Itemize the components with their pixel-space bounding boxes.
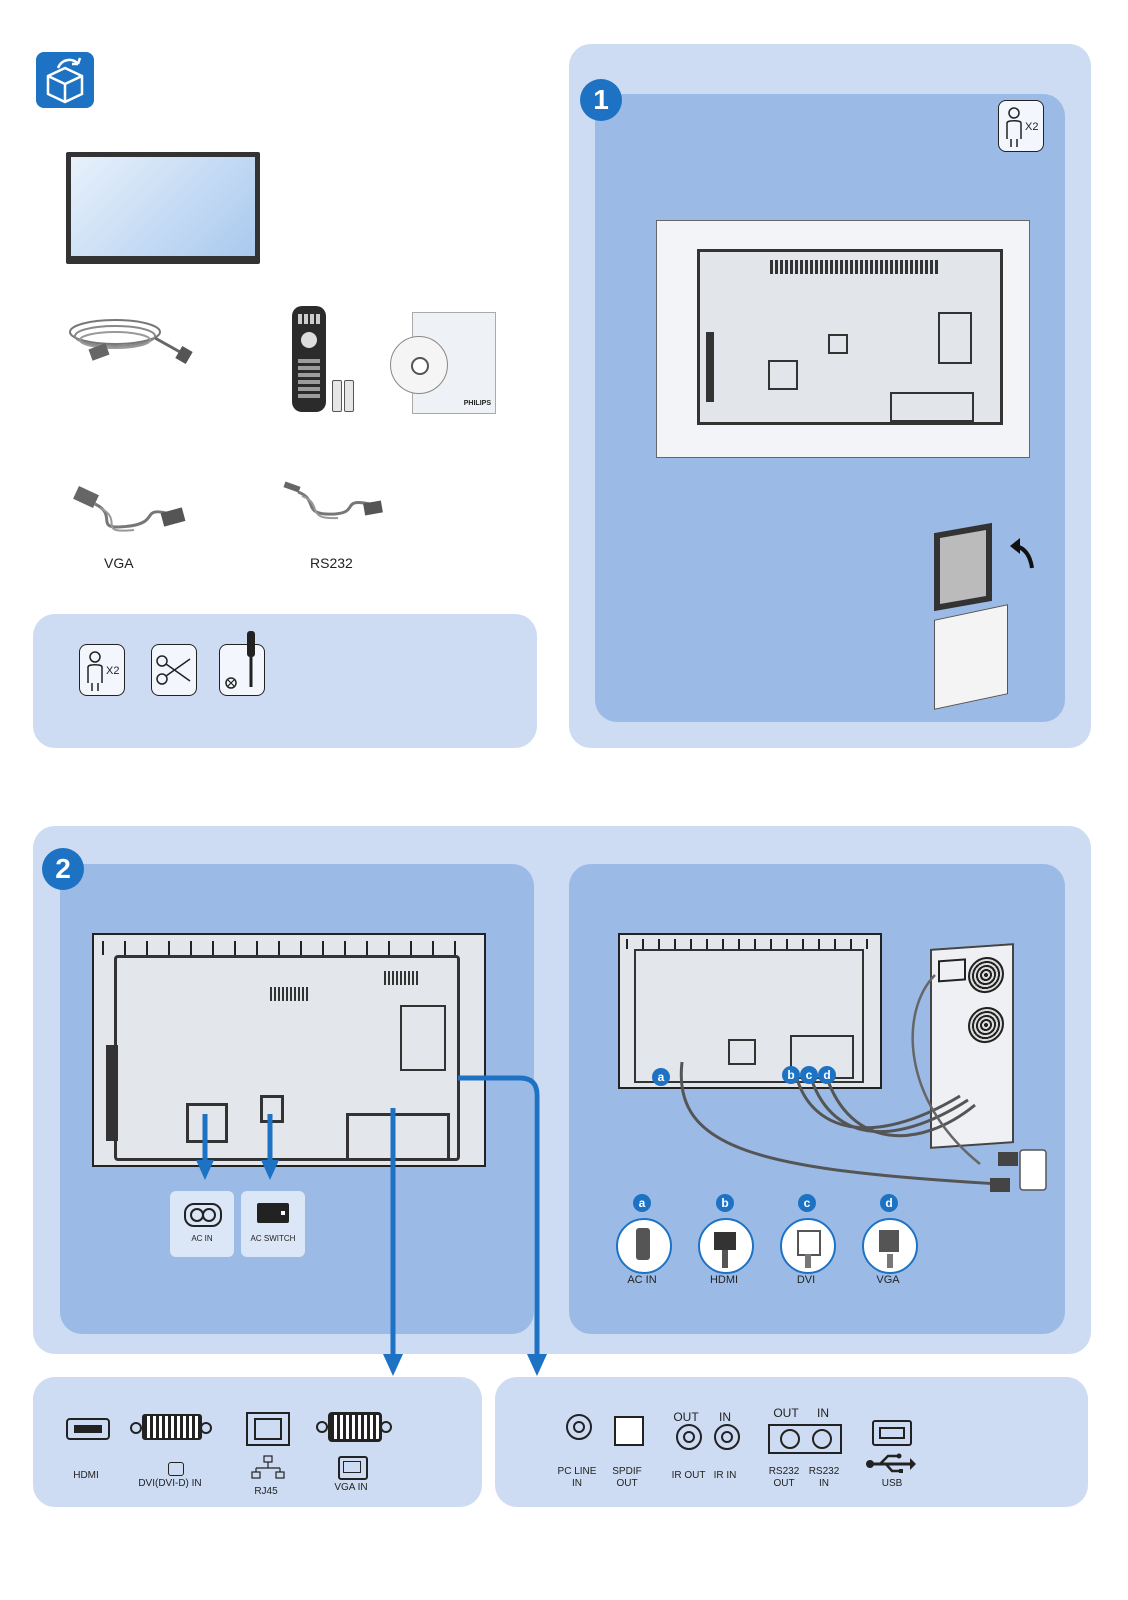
manual-brand: PHILIPS [463, 400, 491, 407]
dvi-signal-icon [168, 1462, 184, 1476]
spdif-label-1: SPDIF [612, 1466, 642, 1477]
monitor-symbol-icon [338, 1456, 368, 1480]
rj45-port-icon [246, 1412, 290, 1446]
ir-out-top-label: OUT [673, 1410, 699, 1424]
ac-switch-box: AC SWITCH [241, 1191, 305, 1257]
connector-c-letter: c [798, 1194, 816, 1212]
connector-d-letter: d [880, 1194, 898, 1212]
usb-port-icon [872, 1420, 912, 1446]
dvi-connector-icon [780, 1218, 836, 1274]
vga-cable-label: VGA [104, 555, 134, 571]
hdmi-connector-label: HDMI [709, 1274, 739, 1286]
monitor-back-image [92, 933, 486, 1167]
ac-in-connector-icon [616, 1218, 672, 1274]
hdmi-port-icon [66, 1418, 110, 1440]
spdif-port-icon [614, 1416, 644, 1446]
rs232-port-box [768, 1424, 842, 1454]
scissors-icon [151, 644, 197, 696]
rs232-in-port-icon [812, 1429, 832, 1449]
connector-a-letter: a [633, 1194, 651, 1212]
rj45-port-label: RJ45 [254, 1486, 278, 1497]
ir-out-port-icon [676, 1424, 702, 1450]
step2-badge: 2 [42, 848, 84, 890]
rs232-cable-image [283, 481, 383, 520]
usb-symbol-icon [866, 1453, 916, 1473]
monitor-back-small-image [618, 933, 882, 1089]
cable-b-marker: b [782, 1066, 800, 1084]
rs232-out-label-1: RS232 [768, 1466, 800, 1477]
cable-d-marker: d [818, 1066, 836, 1084]
batteries-image [344, 380, 354, 412]
ac-switch-icon [257, 1203, 289, 1223]
hdmi-port-label: HDMI [73, 1470, 99, 1481]
vga-port-icon [316, 1412, 392, 1442]
rs232-in-top-label: IN [817, 1406, 829, 1420]
network-icon [251, 1455, 285, 1480]
cd-image [390, 336, 448, 394]
vga-cable-image [73, 486, 186, 532]
connector-b-letter: b [716, 1194, 734, 1212]
cable-c-marker: c [800, 1066, 818, 1084]
remote-control-image [292, 306, 326, 412]
people-count: X2 [1025, 121, 1039, 133]
rs232-cable-label: RS232 [310, 555, 353, 571]
rs232-out-top-label: OUT [773, 1406, 799, 1420]
pc-line-in-label-2: IN [572, 1478, 582, 1489]
power-cord-image [69, 319, 193, 365]
pc-line-in-label-1: PC LINE [557, 1466, 597, 1477]
monitor-image [66, 152, 260, 264]
lift-arrow-icon [1010, 538, 1034, 569]
vga-port-label: VGA IN [334, 1482, 368, 1493]
rs232-in-label-1: RS232 [808, 1466, 840, 1477]
vga-connector-icon [862, 1218, 918, 1274]
screwdriver-icon [219, 631, 265, 696]
hdmi-connector-icon [698, 1218, 754, 1274]
spdif-label-2: OUT [616, 1478, 638, 1489]
ir-in-top-label: IN [719, 1410, 731, 1424]
dvi-connector-label: DVI [796, 1274, 816, 1286]
rs232-out-label-2: OUT [773, 1478, 795, 1489]
ac-in-box: AC IN [170, 1191, 234, 1257]
unbox-icon [36, 52, 94, 108]
two-people-icon: X2 [998, 100, 1044, 152]
ac-in-connector-label: AC IN [627, 1274, 657, 1286]
dvi-port-icon [130, 1414, 212, 1440]
ac-in-label: AC IN [191, 1234, 213, 1243]
ac-in-icon [184, 1203, 222, 1227]
dvi-port-label: DVI(DVI-D) IN [138, 1478, 202, 1489]
vga-connector-label: VGA [876, 1274, 900, 1286]
ac-switch-label: AC SWITCH [250, 1234, 296, 1243]
cable-a-marker: a [652, 1068, 670, 1086]
ir-in-port-icon [714, 1424, 740, 1450]
ports-left-panel [33, 1377, 482, 1507]
rs232-out-port-icon [780, 1429, 800, 1449]
people-count: X2 [106, 665, 120, 677]
step1-badge: 1 [580, 79, 622, 121]
batteries-image [332, 380, 342, 412]
two-people-icon: X2 [79, 644, 125, 696]
pc-line-in-port-icon [566, 1414, 592, 1440]
tools-panel: X2 [33, 614, 537, 748]
usb-label: USB [881, 1478, 903, 1489]
rs232-in-label-2: IN [819, 1478, 829, 1489]
packed-monitor-image [656, 220, 1030, 458]
ir-bottom-label: IR OUT IR IN [671, 1470, 737, 1481]
